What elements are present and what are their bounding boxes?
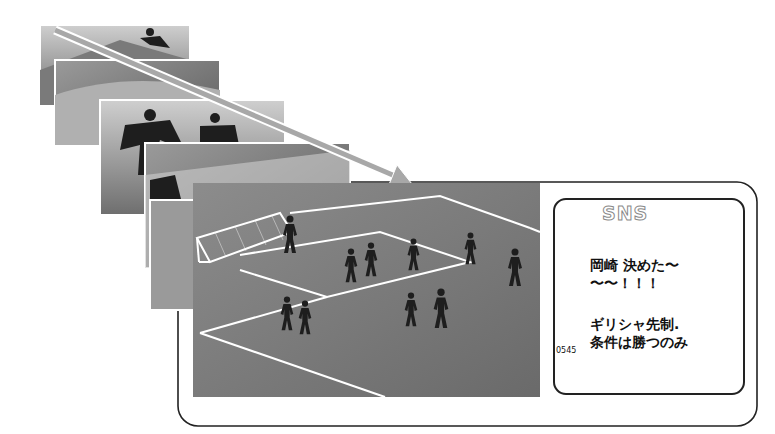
panel-title: SNS	[602, 202, 682, 226]
sns-panel: SNS 岡崎 決めた〜 〜〜！！！ ギリシャ先制. 条件は勝つのみ 0545	[553, 198, 745, 395]
flow-arrow	[55, 30, 412, 187]
post-text: 岡崎 決めた〜 〜〜！！！	[590, 257, 702, 292]
outer-frame	[178, 182, 757, 426]
field-illustration	[193, 183, 540, 397]
post-text: ギリシャ先制. 条件は勝つのみ	[590, 316, 702, 351]
timestamp: 0545	[556, 346, 578, 356]
